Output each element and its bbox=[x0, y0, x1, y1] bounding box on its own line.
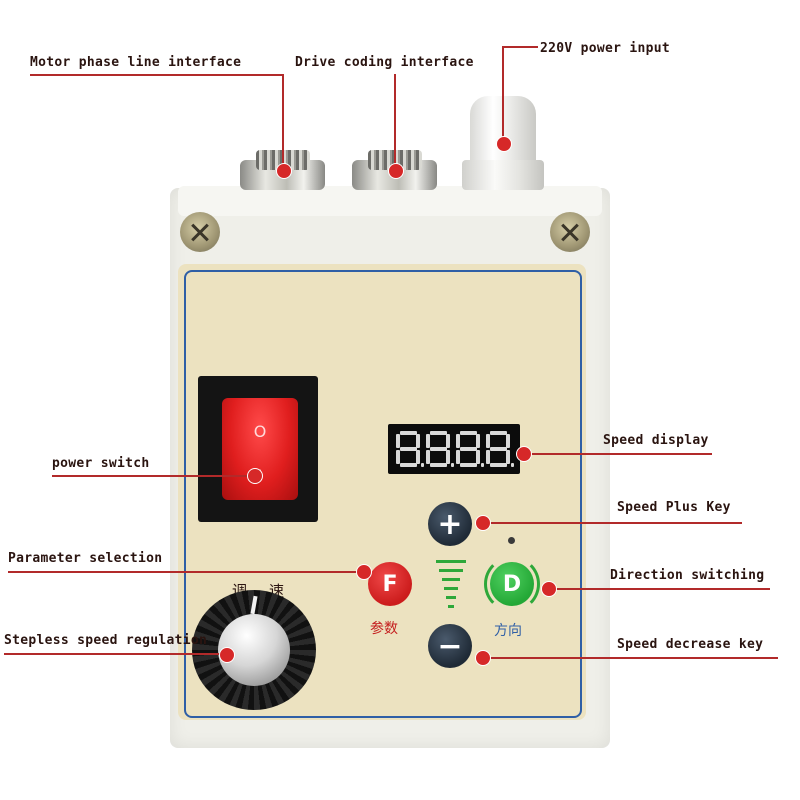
label-speed-plus: Speed Plus Key bbox=[617, 500, 731, 515]
label-power-switch: power switch bbox=[52, 456, 150, 471]
leader-speed-display bbox=[522, 453, 712, 455]
leader-drive-coding bbox=[394, 74, 396, 166]
leader-direction-switching bbox=[548, 588, 770, 590]
leader-power-switch bbox=[52, 475, 252, 477]
dot-motor-phase bbox=[276, 163, 292, 179]
leader-motor-phase bbox=[30, 74, 282, 76]
speed-plus-key[interactable]: + bbox=[428, 502, 472, 546]
dot-parameter-selection bbox=[356, 564, 372, 580]
dot-speed-display bbox=[516, 446, 532, 462]
label-motor-phase-line: Motor phase line interface bbox=[30, 55, 242, 70]
leader-stepless-speed bbox=[4, 653, 226, 655]
leader-parameter-selection bbox=[8, 571, 364, 573]
leader-motor-phase-drop bbox=[282, 74, 284, 166]
dot-stepless-speed bbox=[219, 647, 235, 663]
direction-key-ring bbox=[484, 556, 540, 612]
leader-power-input bbox=[502, 46, 538, 48]
label-stepless-speed: Stepless speed regulation bbox=[4, 633, 208, 648]
f-key-caption: 参数 bbox=[370, 621, 398, 637]
parameter-f-key[interactable]: F bbox=[368, 562, 412, 606]
d-key-letter: D bbox=[502, 571, 522, 597]
leader-speed-plus bbox=[482, 522, 742, 524]
display-digit bbox=[455, 430, 484, 468]
f-key-letter: F bbox=[382, 571, 398, 597]
power-cable-gland-base bbox=[462, 160, 544, 190]
enclosure-top-lip bbox=[178, 186, 602, 216]
dot-speed-plus bbox=[475, 515, 491, 531]
dot-direction-switching bbox=[541, 581, 557, 597]
switch-on-symbol: O bbox=[253, 422, 267, 441]
dot-speed-decrease bbox=[475, 650, 491, 666]
dot-drive-coding bbox=[388, 163, 404, 179]
speed-display: 8.8.8.8. bbox=[388, 424, 520, 474]
d-key-caption: 方向 bbox=[494, 623, 522, 639]
leader-speed-decrease bbox=[482, 657, 778, 659]
display-digit bbox=[485, 430, 514, 468]
screw-left bbox=[180, 212, 220, 252]
dot-power-input bbox=[496, 136, 512, 152]
speed-minus-key[interactable]: − bbox=[428, 624, 472, 668]
screw-right bbox=[550, 212, 590, 252]
dot-power-switch bbox=[247, 468, 263, 484]
label-direction-switching: Direction switching bbox=[610, 568, 765, 583]
leader-power-input-drop bbox=[502, 46, 504, 140]
label-power-input: 220V power input bbox=[540, 41, 671, 56]
display-digit bbox=[425, 430, 454, 468]
speed-level-bars bbox=[436, 560, 466, 612]
direction-indicator-led bbox=[508, 537, 515, 544]
label-speed-decrease: Speed decrease key bbox=[617, 637, 764, 652]
speed-minus-symbol: − bbox=[437, 628, 463, 664]
speed-plus-symbol: + bbox=[437, 506, 463, 542]
control-panel-border bbox=[184, 270, 582, 718]
label-drive-coding: Drive coding interface bbox=[295, 55, 474, 70]
display-digit bbox=[395, 430, 424, 468]
power-rocker-switch[interactable]: O I bbox=[222, 398, 298, 500]
label-parameter-selection: Parameter selection bbox=[8, 551, 163, 566]
direction-d-key[interactable]: D bbox=[490, 562, 534, 606]
label-speed-display: Speed display bbox=[603, 433, 709, 448]
